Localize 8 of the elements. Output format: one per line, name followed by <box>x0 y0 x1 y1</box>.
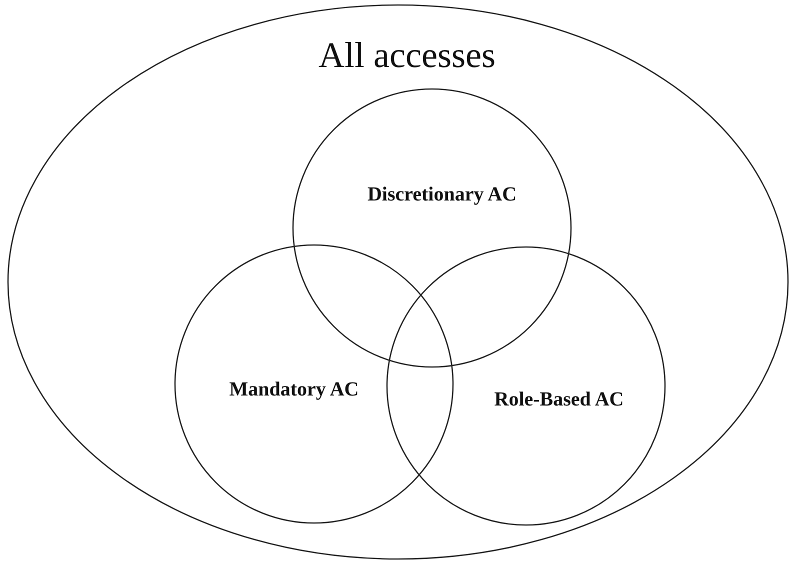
set-label: Role-Based AC <box>494 388 624 412</box>
set-circle <box>174 244 454 524</box>
set-circle <box>386 246 666 526</box>
set-title: All accesses <box>318 34 496 76</box>
set-circle <box>292 88 572 368</box>
set-label: Mandatory AC <box>229 378 359 402</box>
set-label: Discretionary AC <box>367 184 517 206</box>
set-ellipse <box>7 4 789 560</box>
